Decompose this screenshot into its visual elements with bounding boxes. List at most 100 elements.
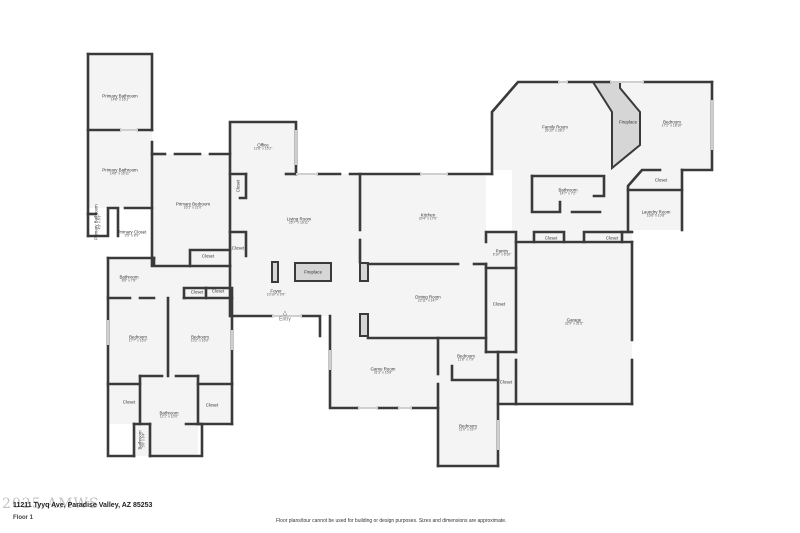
room-dims: 25'7" x 16'11" (288, 220, 310, 225)
room-closet-garage: Closet (500, 379, 512, 384)
room-fireplace-family: Fireplace (619, 119, 637, 124)
entry-marker: △ Entry (279, 310, 291, 323)
room-name: Living Room (286, 216, 312, 222)
room-name: Bathroom (119, 274, 139, 280)
room-name: Closet (492, 301, 506, 307)
room-dims: 6'10" x 6'10" (492, 252, 512, 257)
room-name: Fireplace (303, 269, 323, 275)
room-dims: 14'6" x 16'11" (109, 171, 131, 176)
room-name: Garage (566, 317, 582, 323)
room-name: Closet (499, 379, 513, 385)
room-closet-west-2: Closet (212, 288, 224, 293)
room-dims: 11'0" x 19'7" (458, 427, 478, 432)
property-address: 11211 Tyyq Ave, Paradise Valley, AZ 8525… (13, 502, 153, 509)
room-name: Pantry (495, 248, 509, 254)
room-name: Primary Bedroom (175, 201, 211, 207)
room-name: Closet (231, 245, 245, 251)
room-closet-living: Closet (232, 245, 244, 250)
room-dims: 14'7" x 7'2" (559, 191, 577, 196)
room-dims: 17'2" x 18'10" (661, 123, 683, 128)
room-dims: 20'4" x 17'0" (418, 216, 438, 221)
fireplaces (271, 81, 641, 337)
room-closet-dining: Closet (493, 301, 505, 306)
room-dims: 16'1" x 21'0" (183, 205, 203, 210)
room-name: Primary Bathroom (102, 93, 138, 99)
room-name: Closet (190, 289, 204, 295)
disclaimer: Floor plans/tour cannot be used for buil… (276, 518, 507, 524)
room-closet-row-2: Closet (606, 235, 618, 240)
room-name: Bathroom (558, 187, 578, 193)
floor-label: Floor 1 (13, 515, 34, 521)
room-name: Closet (122, 399, 136, 405)
room-name: Laundry Room (641, 209, 671, 215)
room-name: Bedroom (457, 353, 475, 359)
room-dims: 32'9" x 31'5" (564, 321, 584, 326)
room-dims: 12'8" x 15'2" (253, 146, 273, 151)
room-name: Primary Closet (117, 229, 147, 235)
room-name: Closet (205, 402, 219, 408)
room-dims: 11'8" x 7'9" (457, 357, 475, 362)
windows (107, 81, 713, 450)
room-name: Primary Bathroom (102, 167, 138, 173)
room-closet-west-4: Closet (206, 402, 218, 407)
room-dims: 16'8" x 10'8" (646, 213, 666, 218)
room-dims: 12'1" x 10'0" (159, 414, 179, 419)
room-fireplace-living: Fireplace (304, 269, 322, 274)
room-name: Office (257, 142, 269, 148)
entry-arrow-icon: △ (282, 310, 288, 317)
room-closet-office: Closet (235, 180, 240, 192)
room-name: Closet (201, 253, 215, 259)
room-name: Bedroom (129, 334, 147, 340)
room-dims: 26'10" x 28'1" (544, 128, 566, 133)
room-name: Closet (605, 235, 619, 241)
room-dims: 22'11" x 14'7" (417, 298, 439, 303)
room-dims: 9'5" x 8'9" (124, 233, 140, 238)
room-closet-primary: Closet (202, 253, 214, 258)
room-dims: 5'6" x 6'4" (141, 432, 146, 448)
room-dims: 4'3" x 6'3" (97, 214, 102, 230)
room-name: Foyer (270, 288, 282, 294)
room-name: Bathroom (159, 410, 179, 416)
room-dims: 14'6" x 16'1" (110, 97, 130, 102)
room-dims: 17'7" x 16'0" (128, 338, 148, 343)
room-name: Bedroom (191, 334, 209, 340)
room-name: Game Room (370, 366, 396, 372)
room-name: Bedroom (663, 119, 681, 125)
room-dims: 13'2" x 16'0" (190, 338, 210, 343)
room-name: Closet (544, 235, 558, 241)
room-dims: 31'3" x 15'8" (373, 370, 393, 375)
room-name: Bedroom (459, 423, 477, 429)
room-name: Closet (235, 179, 241, 193)
room-closet-west-3: Closet (123, 399, 135, 404)
room-name: Fireplace (618, 119, 638, 125)
floor-fills (88, 54, 712, 466)
room-dims: 10'10" x 9'9" (266, 292, 286, 297)
room-name: Closet (211, 288, 225, 294)
room-closet-northeast: Closet (655, 177, 667, 182)
room-name: Dining Room (415, 294, 441, 300)
entry-label: Entry (279, 316, 291, 323)
